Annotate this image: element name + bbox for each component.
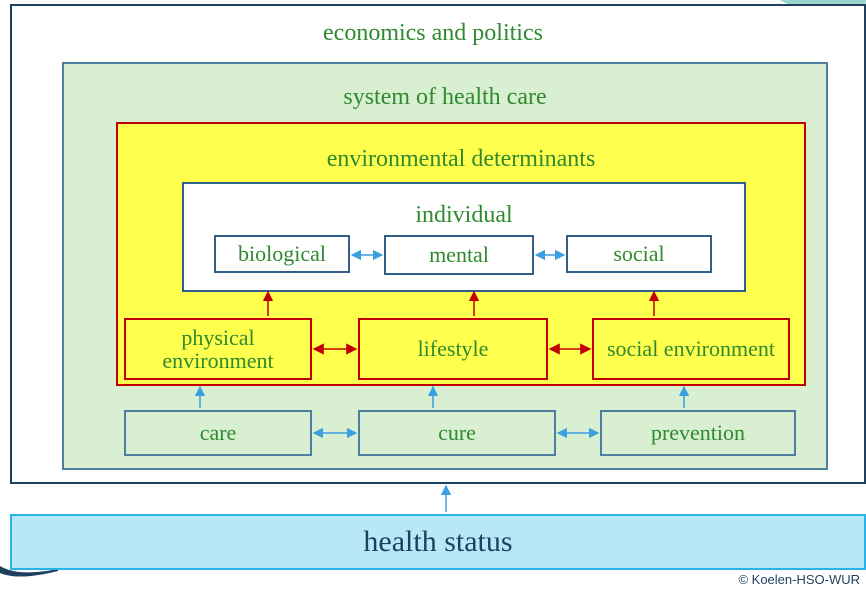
health-status-box: health status: [10, 514, 866, 570]
copyright-notice: © Koelen-HSO-WUR: [738, 572, 860, 587]
biological-box: biological: [214, 235, 350, 273]
individual-label: individual: [415, 202, 513, 228]
social-environment-box: social environment: [592, 318, 790, 380]
economics-and-politics-label: economics and politics: [323, 20, 543, 46]
environmental-determinants-label: environmental determinants: [326, 146, 596, 172]
lifestyle-box: lifestyle: [358, 318, 548, 380]
social-box: social: [566, 235, 712, 273]
health-care-system-label: system of health care: [343, 84, 547, 110]
prevention-box: prevention: [600, 410, 796, 456]
care-box: care: [124, 410, 312, 456]
cure-box: cure: [358, 410, 556, 456]
physical-environment-box: physical environment: [124, 318, 312, 380]
logo-fragment-bottom-left: [0, 566, 58, 577]
mental-box: mental: [384, 235, 534, 275]
